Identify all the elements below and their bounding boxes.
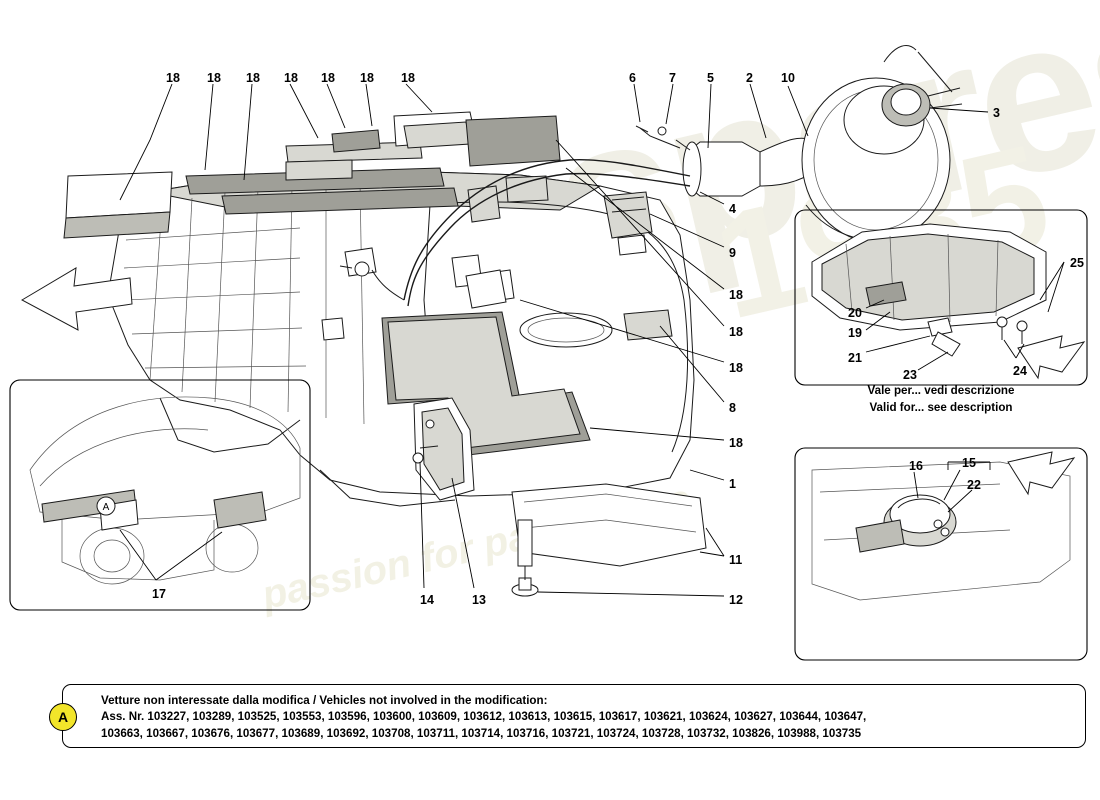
callout-15: 15 — [962, 456, 976, 470]
callout-18-c: 18 — [246, 71, 260, 85]
inset-tank-cap — [794, 447, 1088, 661]
callout-18-b: 18 — [207, 71, 221, 85]
callout-18-i: 18 — [729, 325, 743, 339]
callout-9: 9 — [729, 246, 736, 260]
callout-24: 24 — [1013, 364, 1027, 378]
callout-11: 11 — [729, 553, 743, 567]
callout-10: 10 — [781, 71, 795, 85]
callout-25: 25 — [1070, 256, 1084, 270]
inset-heat-shield — [794, 209, 1088, 386]
callout-18-a: 18 — [166, 71, 180, 85]
inset-caption-it: Vale per... vedi descrizione — [867, 384, 1015, 397]
note-title: Vetture non interessate dalla modifica /… — [101, 694, 548, 707]
leader-lines — [119, 83, 989, 597]
callout-14: 14 — [420, 593, 434, 607]
callout-1: 1 — [729, 477, 736, 491]
callout-12: 12 — [729, 593, 743, 607]
callout-18-e: 18 — [321, 71, 335, 85]
note-text: Vetture non interessate dalla modifica /… — [101, 693, 1077, 742]
callout-18-j: 18 — [729, 361, 743, 375]
callout-5: 5 — [707, 71, 714, 85]
direction-arrow-left — [20, 267, 133, 331]
note-line-1: Ass. Nr. 103227, 103289, 103525, 103553,… — [101, 710, 867, 724]
callout-3: 3 — [993, 106, 1000, 120]
callout-6: 6 — [629, 71, 636, 85]
inset-vehicle-rear: A — [9, 379, 311, 611]
insulation-panels — [63, 111, 673, 457]
callout-21: 21 — [848, 351, 862, 365]
callout-4: 4 — [729, 202, 736, 216]
callout-19: 19 — [848, 326, 862, 340]
callout-18-k: 18 — [729, 436, 743, 450]
callout-18-g: 18 — [401, 71, 415, 85]
fuel-cap-housing — [801, 45, 963, 243]
callout-7: 7 — [669, 71, 676, 85]
callout-16: 16 — [909, 459, 923, 473]
under-tank-shields — [412, 397, 707, 597]
callout-2: 2 — [746, 71, 753, 85]
callout-8: 8 — [729, 401, 736, 415]
note-badge-a: A — [49, 703, 77, 731]
note-line-2: 103663, 103667, 103676, 103677, 103689, … — [101, 726, 862, 740]
callout-18-h: 18 — [729, 288, 743, 302]
callout-18-f: 18 — [360, 71, 374, 85]
callout-17: 17 — [152, 587, 166, 601]
callout-20: 20 — [848, 306, 862, 320]
callout-22: 22 — [967, 478, 981, 492]
callout-18-d: 18 — [284, 71, 298, 85]
modification-note-panel: A Vetture non interessate dalla modifica… — [49, 684, 1086, 748]
svg-text:A: A — [103, 502, 110, 513]
callout-13: 13 — [472, 593, 486, 607]
callout-23: 23 — [903, 368, 917, 382]
inset-caption-en: Valid for... see description — [869, 401, 1013, 414]
